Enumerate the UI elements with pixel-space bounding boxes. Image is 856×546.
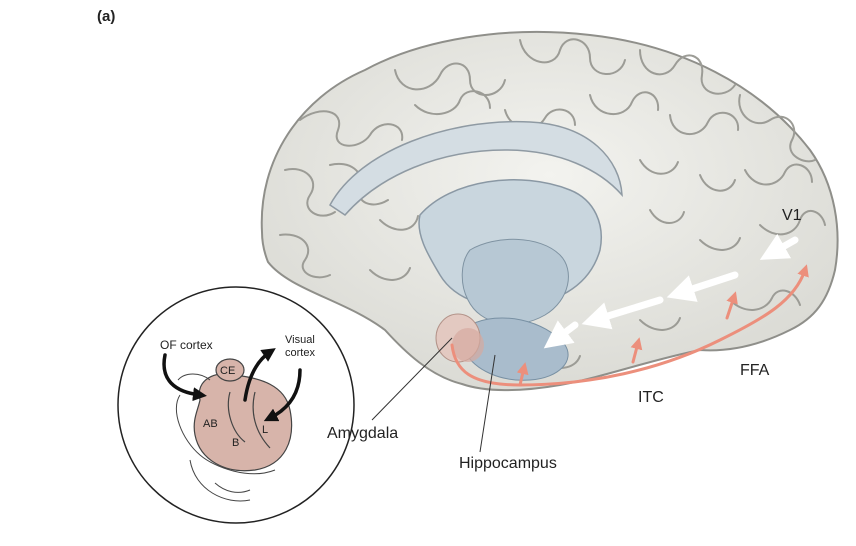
v1-label: V1 [782, 207, 802, 225]
amygdala-label: Amygdala [327, 425, 398, 443]
nucleus-l-label: L [262, 424, 268, 436]
of-cortex-label: OF cortex [160, 338, 213, 352]
panel-label: (a) [97, 8, 115, 25]
visual-cortex-label: Visual cortex [285, 334, 345, 360]
nucleus-b-label: B [232, 437, 239, 449]
amygdala-highlight [452, 328, 484, 362]
ffa-label: FFA [740, 362, 769, 380]
nucleus-ce-label: CE [220, 365, 235, 377]
hippocampus-label: Hippocampus [459, 455, 557, 473]
itc-label: ITC [638, 389, 664, 407]
nucleus-ab-label: AB [203, 418, 218, 430]
